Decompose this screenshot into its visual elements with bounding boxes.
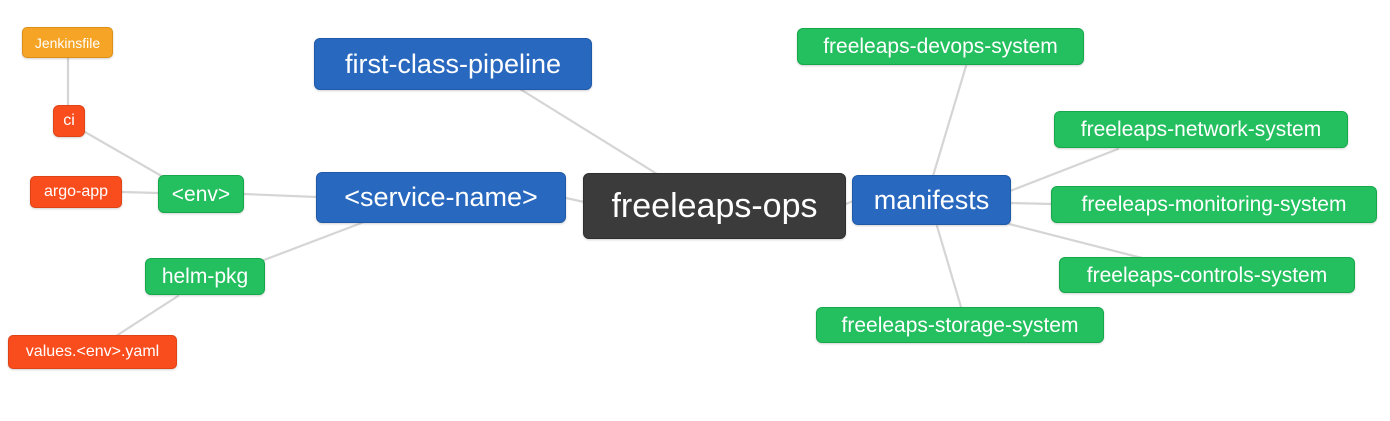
node-ci[interactable]: ci xyxy=(53,105,85,137)
edge-ci-env xyxy=(83,130,167,180)
edge-ops-manifests xyxy=(844,199,855,206)
node-freeleaps-network-system[interactable]: freeleaps-network-system xyxy=(1054,111,1348,148)
node-manifests[interactable]: manifests xyxy=(852,175,1011,225)
node-freeleaps-controls-system[interactable]: freeleaps-controls-system xyxy=(1059,257,1355,293)
node-helm-pkg[interactable]: helm-pkg xyxy=(145,258,265,295)
edge-manifests-network xyxy=(1008,147,1120,193)
node-argo-app[interactable]: argo-app xyxy=(30,176,122,208)
node-values-env-yaml[interactable]: values.<env>.yaml xyxy=(8,335,177,369)
node-freeleaps-ops-root[interactable]: freeleaps-ops xyxy=(583,173,846,239)
edge-service-name-ops xyxy=(564,196,586,204)
node-freeleaps-storage-system[interactable]: freeleaps-storage-system xyxy=(816,307,1104,343)
edge-values-helm-pkg xyxy=(114,294,180,338)
edge-manifests-monitoring xyxy=(1008,201,1054,206)
edge-manifests-storage xyxy=(935,224,963,309)
edge-fcp-freeleaps-ops xyxy=(518,87,659,176)
edge-manifests-devops xyxy=(931,64,968,178)
node-freeleaps-devops-system[interactable]: freeleaps-devops-system xyxy=(797,28,1084,65)
node-env[interactable]: <env> xyxy=(158,175,244,213)
edge-env-service-name xyxy=(242,192,318,199)
node-service-name[interactable]: <service-name> xyxy=(316,172,566,223)
edge-argo-app-env xyxy=(120,190,160,195)
edge-helm-pkg-service-name xyxy=(262,220,366,262)
node-first-class-pipeline[interactable]: first-class-pipeline xyxy=(314,38,592,90)
edge-manifests-controls xyxy=(1007,222,1144,260)
node-jenkinsfile[interactable]: Jenkinsfile xyxy=(22,27,113,58)
node-freeleaps-monitoring-system[interactable]: freeleaps-monitoring-system xyxy=(1051,186,1377,223)
